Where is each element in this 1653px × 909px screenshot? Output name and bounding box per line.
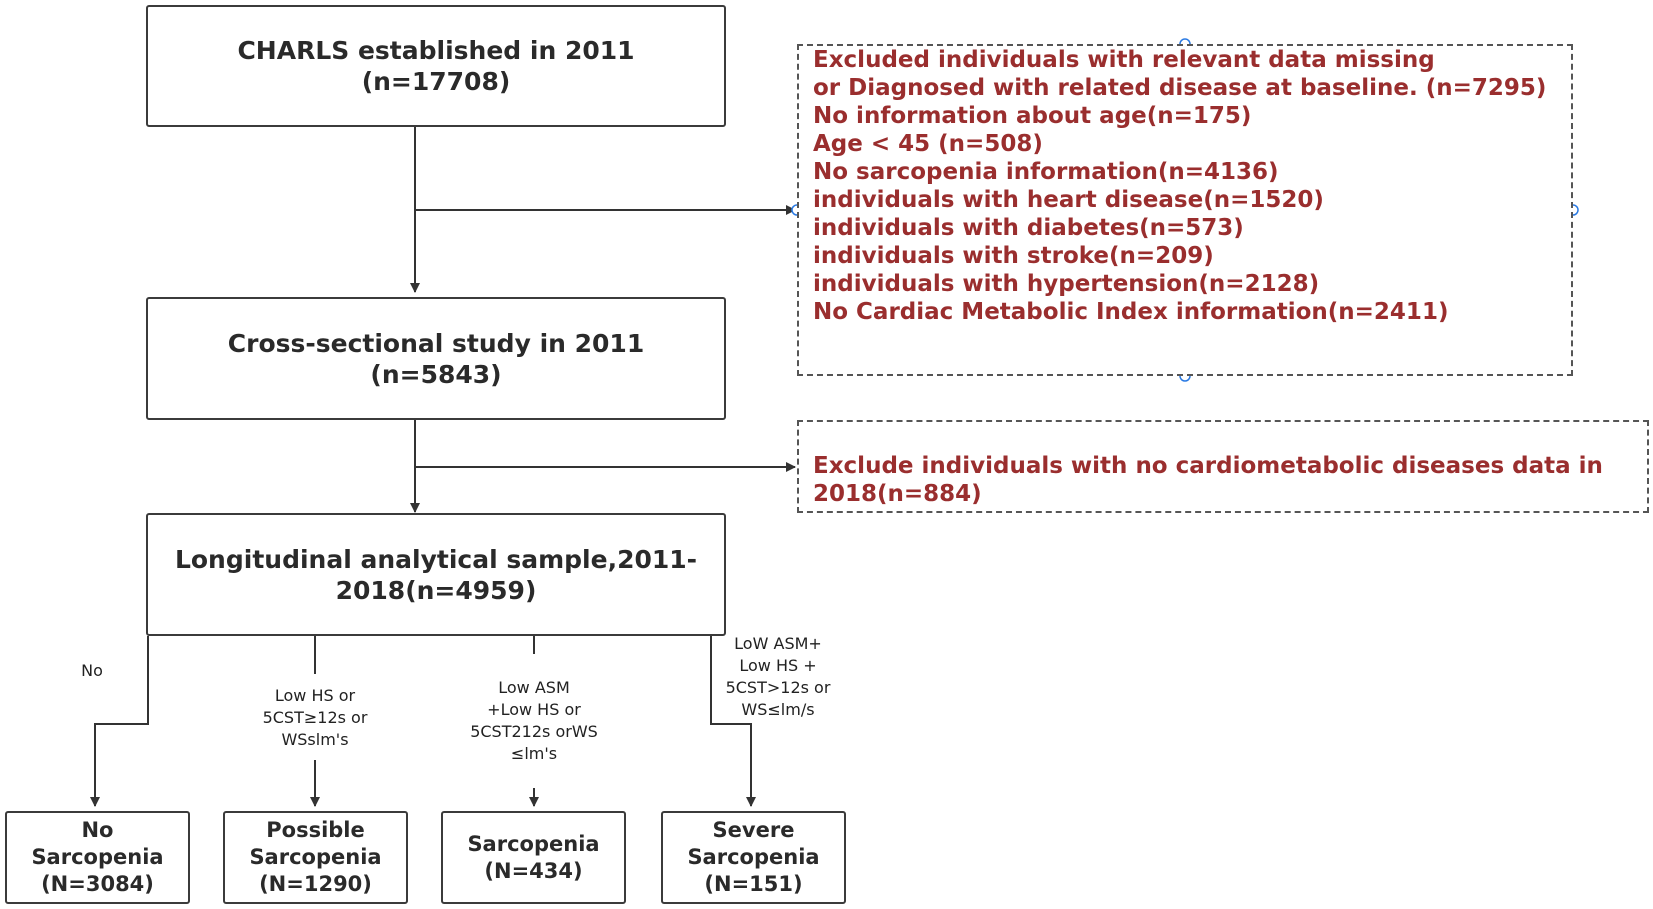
branch-label-severe: LoW ASM+ Low HS + 5CST>12s or WS≤lm/s	[725, 634, 831, 719]
exclusion-2-line: Exclude individuals with no cardiometabo…	[813, 453, 1603, 479]
exclusion-1-line: No information about age(n=175)	[813, 103, 1252, 129]
branch-line-no	[90, 636, 149, 807]
exclusion-1-line: individuals with stroke(n=209)	[813, 243, 1214, 269]
outcome-no-sarcopenia: No Sarcopenia (N=3084)	[5, 811, 190, 904]
exclusion-1-line: individuals with diabetes(n=573)	[813, 215, 1244, 241]
longitudinal-count: 2018(n=4959)	[335, 575, 537, 605]
cross-sectional-count: (n=5843)	[370, 359, 502, 389]
exclusion-1-line: individuals with hypertension(n=2128)	[813, 271, 1320, 297]
charls-title: CHARLS established in 2011	[237, 36, 635, 65]
outcome-severe-sarcopenia: Severe Sarcopenia (N=151)	[661, 811, 846, 904]
longitudinal-title: Longitudinal analytical sample,2011-	[174, 544, 698, 574]
charls-box: CHARLS established in 2011 (n=17708)	[146, 5, 726, 127]
exclusion-box-1: Excluded individuals with relevant data …	[797, 44, 1573, 376]
charls-count: (n=17708)	[361, 67, 511, 96]
exclusion-1-line: No sarcopenia information(n=4136)	[813, 159, 1279, 185]
branch-label-no: No	[81, 661, 103, 680]
branch-line-severe	[710, 636, 756, 807]
cross-sectional-title: Cross-sectional study in 2011	[227, 328, 645, 358]
outcome-possible-sarcopenia: Possible Sarcopenia (N=1290)	[223, 811, 408, 904]
branch-label-sarcopenia: Low ASM +Low HS or 5CST212s orWS ≤lm's	[470, 678, 598, 763]
exclusion-1-line: Excluded individuals with relevant data …	[813, 47, 1435, 73]
branch-label-possible: Low HS or 5CST≥12s or WSslm's	[262, 686, 368, 749]
longitudinal-box: Longitudinal analytical sample,2011- 201…	[146, 513, 726, 636]
exclusion-1-line: individuals with heart disease(n=1520)	[813, 187, 1324, 213]
exclusion-1-line: Age < 45 (n=508)	[813, 131, 1043, 157]
exclusion-2-line: 2018(n=884)	[813, 481, 982, 507]
exclusion-1-line: or Diagnosed with related disease at bas…	[813, 75, 1547, 101]
cross-sectional-box: Cross-sectional study in 2011 (n=5843)	[146, 297, 726, 420]
outcome-sarcopenia: Sarcopenia (N=434)	[441, 811, 626, 904]
exclusion-box-2: Exclude individuals with no cardiometabo…	[797, 420, 1649, 513]
exclusion-1-line: No Cardiac Metabolic Index information(n…	[813, 299, 1449, 325]
